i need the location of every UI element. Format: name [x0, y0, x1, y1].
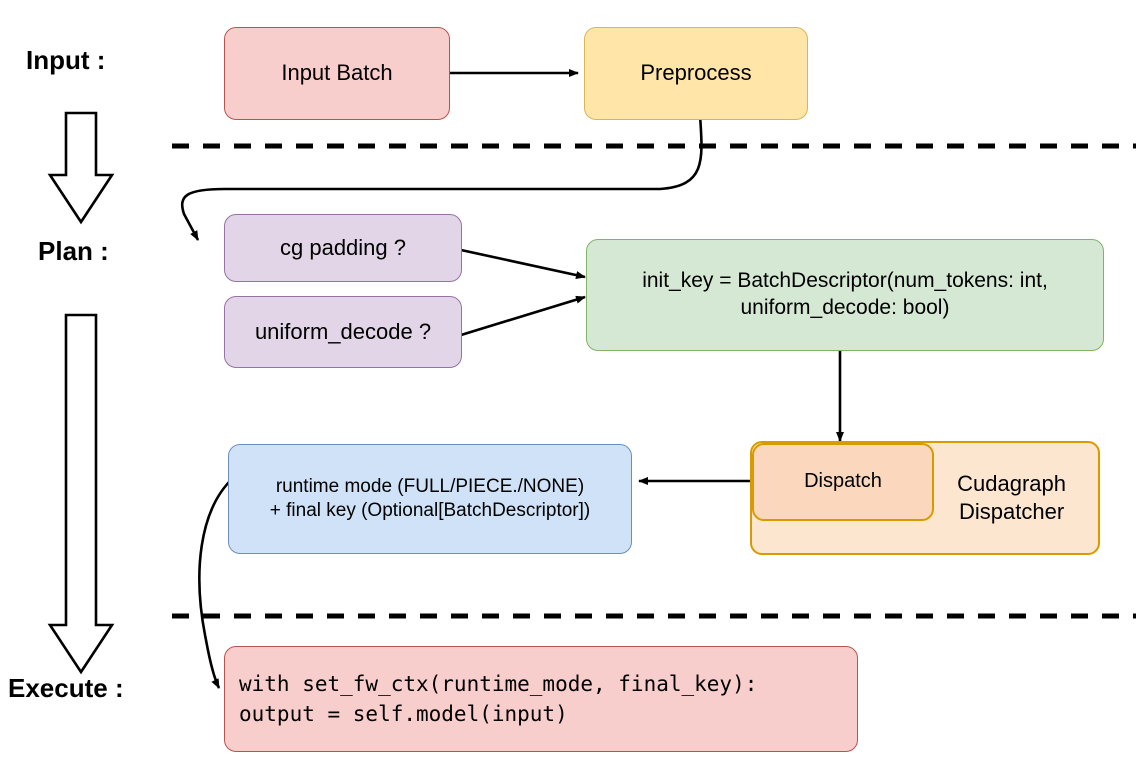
node-execute-code[interactable]: with set_fw_ctx(runtime_mode, final_key)… [224, 646, 858, 752]
node-runtime-mode-label: runtime mode (FULL/PIECE./NONE) + final … [269, 475, 591, 521]
node-preprocess-label: Preprocess [640, 60, 752, 86]
node-uniform-decode[interactable]: uniform_decode ? [224, 296, 462, 368]
node-cg-padding[interactable]: cg padding ? [224, 214, 462, 282]
plan-to-execute-block-arrow [47, 313, 115, 675]
arrow-runtime-mode-to-execute-code [198, 478, 233, 689]
arrow-cg-padding-to-init-key [460, 248, 586, 279]
arrow-uniform-decode-to-init-key [460, 295, 586, 337]
node-execute-code-label: with set_fw_ctx(runtime_mode, final_key)… [239, 671, 758, 726]
arrow-preprocess-to-cg-padding [180, 114, 703, 241]
stage-label-plan: Plan : [38, 236, 109, 266]
node-dispatch[interactable]: Dispatch [752, 443, 934, 521]
node-init-key-label: init_key = BatchDescriptor(num_tokens: i… [642, 269, 1048, 319]
stage-label-input: Input : [26, 45, 106, 75]
stage-label-execute: Execute : [8, 673, 124, 703]
node-init-key[interactable]: init_key = BatchDescriptor(num_tokens: i… [586, 239, 1104, 351]
node-cudagraph-dispatcher-label: Cudagraph Dispatcher [957, 470, 1066, 524]
node-input-batch[interactable]: Input Batch [224, 27, 450, 120]
node-input-batch-label: Input Batch [281, 60, 393, 86]
node-dispatch-label: Dispatch [804, 470, 882, 493]
node-cg-padding-label: cg padding ? [280, 234, 406, 260]
input-to-plan-block-arrow [47, 111, 115, 225]
node-preprocess[interactable]: Preprocess [584, 27, 808, 120]
node-uniform-decode-label: uniform_decode ? [254, 318, 432, 344]
node-runtime-mode[interactable]: runtime mode (FULL/PIECE./NONE) + final … [228, 444, 632, 554]
